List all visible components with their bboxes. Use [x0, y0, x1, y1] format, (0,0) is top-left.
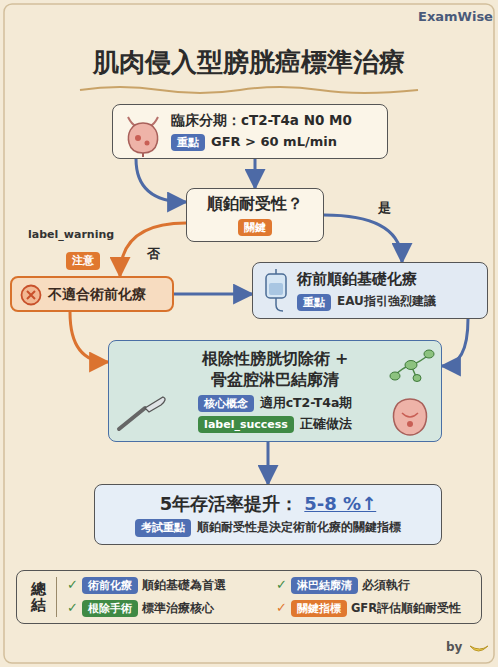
summary-text: ✓: [67, 577, 78, 594]
badge-text: 考試重點: [141, 521, 185, 534]
summary-body: ✓ 術前化療順鉑基礎為首選 ✓ 淋巴結廓清必須執行 ✓ 根除手術標準治療核心 ✓ 關鍵指標 GF…: [67, 577, 473, 617]
text-row: 臨床分期：cT2-T4a N0 M0: [171, 112, 352, 130]
text-row: 關鍵: [238, 219, 272, 236]
badge-text: 重點: [303, 296, 325, 309]
process-box: 臨床分期：cT2-T4a N0 M0 重點 GFR > 60 mL/min: [112, 104, 388, 159]
tag-badge: 根除手術: [82, 600, 138, 617]
summary-text: GFR評估順鉑耐受性: [351, 601, 461, 616]
badge-text: 核心概念: [204, 397, 248, 410]
process-box: 不適合術前化療: [10, 276, 174, 312]
node-text: 5年存活率提升：: [160, 492, 299, 515]
flow-arrow: [174, 293, 252, 296]
process-box: 5年存活率提升：5-8 %↑ 考試重點順鉑耐受性是決定術前化療的關鍵指標: [94, 484, 442, 545]
summary-text: 標準治療核心: [142, 601, 214, 616]
tag-badge: 關鍵指標: [291, 600, 347, 617]
node-text: 正確做法: [300, 416, 352, 432]
badge-text: 術前化療: [88, 579, 132, 592]
node-text: 術前順鉑基礎化療: [297, 270, 417, 290]
flow-arrow: [136, 159, 186, 202]
note-label: 注意: [66, 252, 100, 270]
process-box: 根除性膀胱切除術 + 骨盆腔淋巴結廓清核心概念適用cT2-T4a期 label_s…: [108, 340, 442, 442]
tag-badge: 關鍵: [238, 219, 272, 236]
summary-text: ✓: [276, 600, 287, 617]
badge-text: 淋巴結廓清: [297, 579, 352, 592]
flow-arrow: [267, 442, 270, 484]
banana-icon: [470, 646, 488, 651]
summary-item: ✓ 根除手術標準治療核心: [67, 600, 270, 617]
node-text: EAU指引強烈建議: [337, 294, 436, 310]
node-text: 臨床分期：cT2-T4a N0 M0: [171, 112, 352, 130]
tag-badge: label_success: [198, 416, 294, 433]
node-text: 順鉑耐受性是決定術前化療的關鍵指標: [197, 520, 401, 536]
text-row: ✓ 根除手術標準治療核心 ✓ 關鍵指標 GFR評估順鉑耐受性: [67, 600, 473, 617]
text-row: 術前順鉑基礎化療: [297, 270, 417, 290]
edge-label: 否: [144, 246, 163, 263]
summary-item: ✓ 術前化療順鉑基礎為首選: [67, 577, 270, 594]
node-icon: [261, 269, 291, 317]
title-underline: [80, 87, 418, 93]
tag-badge: 術前化療: [82, 577, 138, 594]
flow-arrow: [70, 312, 108, 362]
node-text: 適用cT2-T4a期: [260, 395, 353, 411]
tag-badge: 重點: [171, 134, 205, 151]
text-row: 5年存活率提升：5-8 %↑: [160, 492, 376, 515]
flow-arrow: [324, 215, 402, 262]
summary-layout: 總結 ✓ 術前化療順鉑基礎為首選 ✓ 淋巴結廓清必須執行 ✓ 根除手術標準治療核心 ✓ 關鍵指標…: [25, 577, 473, 617]
flow-arrow: [442, 319, 468, 366]
summary-item: ✓ 關鍵指標 GFR評估順鉑耐受性: [276, 600, 479, 617]
node-text: GFR > 60 mL/min: [211, 134, 337, 151]
node-text: 不適合術前化療: [48, 285, 146, 303]
page-frame: [4, 4, 494, 663]
node-text: 總結: [31, 581, 46, 614]
node-icon: [120, 111, 166, 161]
process-box: 順鉑耐受性？ 關鍵: [186, 188, 324, 242]
text-row: 根除性膀胱切除術 + 骨盆腔淋巴結廓清: [200, 349, 350, 391]
text-row: ✓ 術前化療順鉑基礎為首選 ✓ 淋巴結廓清必須執行: [67, 577, 473, 594]
badge-text: 關鍵: [244, 221, 266, 234]
summary-text: 必須執行: [362, 578, 410, 593]
node-text: 順鉑耐受性？: [207, 194, 303, 215]
summary-text: ✓: [276, 577, 287, 594]
flow-arrow: [254, 159, 257, 188]
node-icon: [387, 347, 435, 387]
flow-arrow: [120, 223, 186, 276]
node-icon: [20, 284, 42, 310]
text-row: label_success 正確做法: [198, 416, 352, 433]
text-row: 考試重點順鉑耐受性是決定術前化療的關鍵指標: [135, 519, 401, 536]
badge-text: 關鍵指標: [297, 602, 341, 615]
tag-badge: 核心概念: [198, 395, 254, 412]
tag-badge: 淋巴結廓清: [291, 577, 358, 594]
summary-text: ✓: [67, 600, 78, 617]
tag-badge: 考試重點: [135, 519, 191, 536]
text-row: 核心概念適用cT2-T4a期: [198, 395, 353, 412]
tag-badge: 重點: [297, 294, 331, 311]
badge-text: label_success: [204, 418, 288, 431]
badge-text: 重點: [177, 136, 199, 149]
text-row: 順鉑耐受性？: [207, 194, 303, 215]
summary-text: 順鉑基礎為首選: [142, 578, 226, 593]
note-label: ExamWise: [418, 9, 493, 26]
summary-item: ✓ 淋巴結廓清必須執行: [276, 577, 479, 594]
process-box: 總結 ✓ 術前化療順鉑基礎為首選 ✓ 淋巴結廓清必須執行 ✓ 根除手術標準治療核心 ✓ 關鍵指標…: [16, 570, 482, 624]
note-label: label_warning: [28, 228, 114, 242]
node-icon: [385, 391, 435, 441]
text-row: 不適合術前化療: [48, 285, 146, 303]
note-label: by: [446, 640, 462, 656]
text-row: 重點 EAU指引強烈建議: [297, 294, 436, 311]
process-box: 術前順鉑基礎化療重點 EAU指引強烈建議: [252, 262, 488, 319]
node-icon: [115, 393, 171, 437]
diagram-title: 肌肉侵入型膀胱癌標準治療: [0, 46, 498, 80]
node-text: 根除性膀胱切除術 + 骨盆腔淋巴結廓清: [200, 349, 350, 391]
node-text: 5-8 %↑: [304, 492, 376, 515]
badge-text: 根除手術: [88, 602, 132, 615]
summary-heading-column: 總結: [25, 577, 57, 617]
edge-label: 是: [375, 200, 394, 217]
text-row: 重點 GFR > 60 mL/min: [171, 134, 337, 151]
